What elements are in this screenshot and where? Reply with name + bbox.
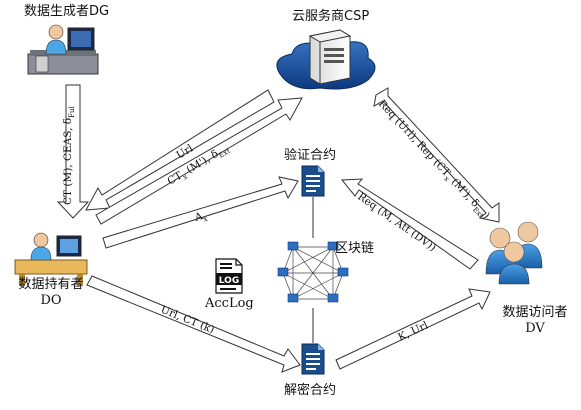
log-file-icon: LOG xyxy=(215,258,243,294)
cloud-server-icon xyxy=(276,29,376,90)
dg-label: 数据生成者DG xyxy=(24,4,110,19)
data-owner-icon xyxy=(14,232,88,286)
arrow-csp-to-do xyxy=(85,89,275,211)
dv-label-line2: DV xyxy=(525,321,545,336)
svg-text:LOG: LOG xyxy=(219,276,239,286)
edge-label-do-verify: Ax xyxy=(192,209,208,226)
arrow-dg-to-do xyxy=(56,84,90,219)
arrow-csp-dv xyxy=(373,87,500,223)
edge-label-dg-do: CT (M), CEAS, δFul xyxy=(62,106,76,205)
do-label: 数据持有者 DO xyxy=(6,277,96,309)
arrow-decrypt-to-dv xyxy=(335,288,491,370)
arrow-do-to-csp xyxy=(95,97,303,225)
do-label-line1: 数据持有者 xyxy=(18,277,84,292)
blockchain-label: 区块链 xyxy=(335,241,375,256)
blockchain-network-icon xyxy=(277,241,349,303)
arrow-dv-to-verify xyxy=(340,178,479,270)
dv-label: 数据访问者 DV xyxy=(490,305,580,337)
verify-contract-icon xyxy=(301,165,325,197)
do-label-line2: DO xyxy=(40,293,62,308)
edge-label-csp-dv: Req (Url), Rep (CTx (M'), δExt) xyxy=(374,98,492,223)
workstation-icon xyxy=(27,24,99,75)
acclog-label: AccLog xyxy=(205,296,254,311)
data-visitors-icon xyxy=(485,221,543,285)
dv-label-line1: 数据访问者 xyxy=(502,305,568,320)
csp-label: 云服务商CSP xyxy=(292,9,370,24)
verify-contract-label: 验证合约 xyxy=(284,148,337,163)
decrypt-contract-label: 解密合约 xyxy=(284,383,337,398)
edge-label-decrypt-dv: K, Url xyxy=(396,319,430,344)
arrow-do-to-verify xyxy=(102,176,299,249)
arrow-do-to-decrypt xyxy=(86,275,301,373)
decrypt-contract-icon xyxy=(301,343,325,375)
